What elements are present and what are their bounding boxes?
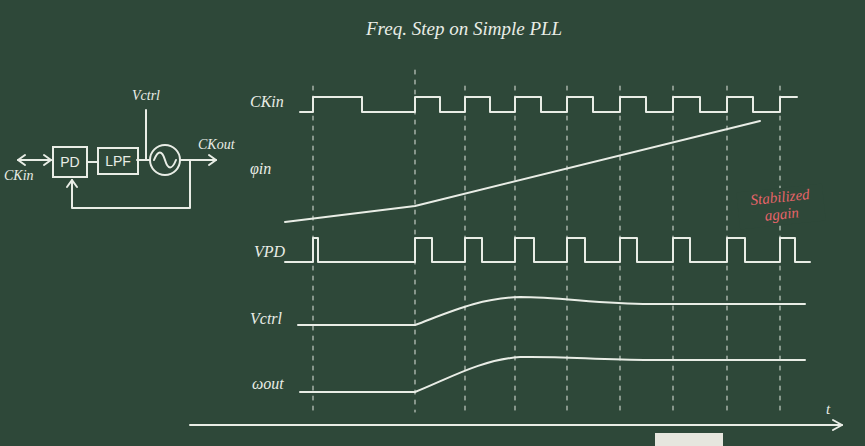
- block-label: LPF: [105, 153, 131, 169]
- vpd-waveform: [285, 238, 810, 262]
- time-axis-arrowhead: [833, 420, 842, 430]
- feedback-arrowhead: [67, 180, 77, 187]
- board-title: Freq. Step on Simple PLL: [366, 18, 562, 40]
- phase-in-ramp: [285, 121, 760, 222]
- waveform-name: VPD: [254, 243, 285, 261]
- vctrl-tap: [145, 110, 147, 160]
- block-box: LPF: [97, 147, 139, 175]
- feedback-wire: [72, 160, 190, 208]
- waveform-name: CKin: [250, 93, 284, 111]
- chalk-eraser: [655, 433, 723, 446]
- time-axis: [190, 424, 842, 426]
- output-wire: [180, 159, 216, 161]
- signal-wire: [88, 161, 97, 163]
- axis-label: t: [826, 401, 830, 418]
- vco-symbol: [150, 145, 180, 175]
- block-box: PD: [52, 146, 88, 178]
- signal-name: CKout: [198, 137, 235, 153]
- signal-name: CKin: [4, 168, 34, 184]
- vco-sine: [154, 153, 176, 168]
- block-label: PD: [60, 154, 79, 170]
- waveform-name: φin: [250, 160, 271, 178]
- waveform-name: Vctrl: [250, 310, 282, 328]
- input-arrowhead: [44, 155, 51, 165]
- input-arrowtail: [18, 155, 25, 165]
- waveform-name: ωout: [252, 375, 284, 393]
- wout-waveform: [300, 357, 805, 392]
- ckin-waveform: [300, 97, 797, 112]
- signal-name: Vctrl: [132, 88, 160, 104]
- chalk-note: Stabilized again: [736, 184, 825, 229]
- input-wire: [18, 159, 51, 161]
- vctrl-waveform: [298, 297, 805, 325]
- output-arrowhead: [209, 155, 216, 165]
